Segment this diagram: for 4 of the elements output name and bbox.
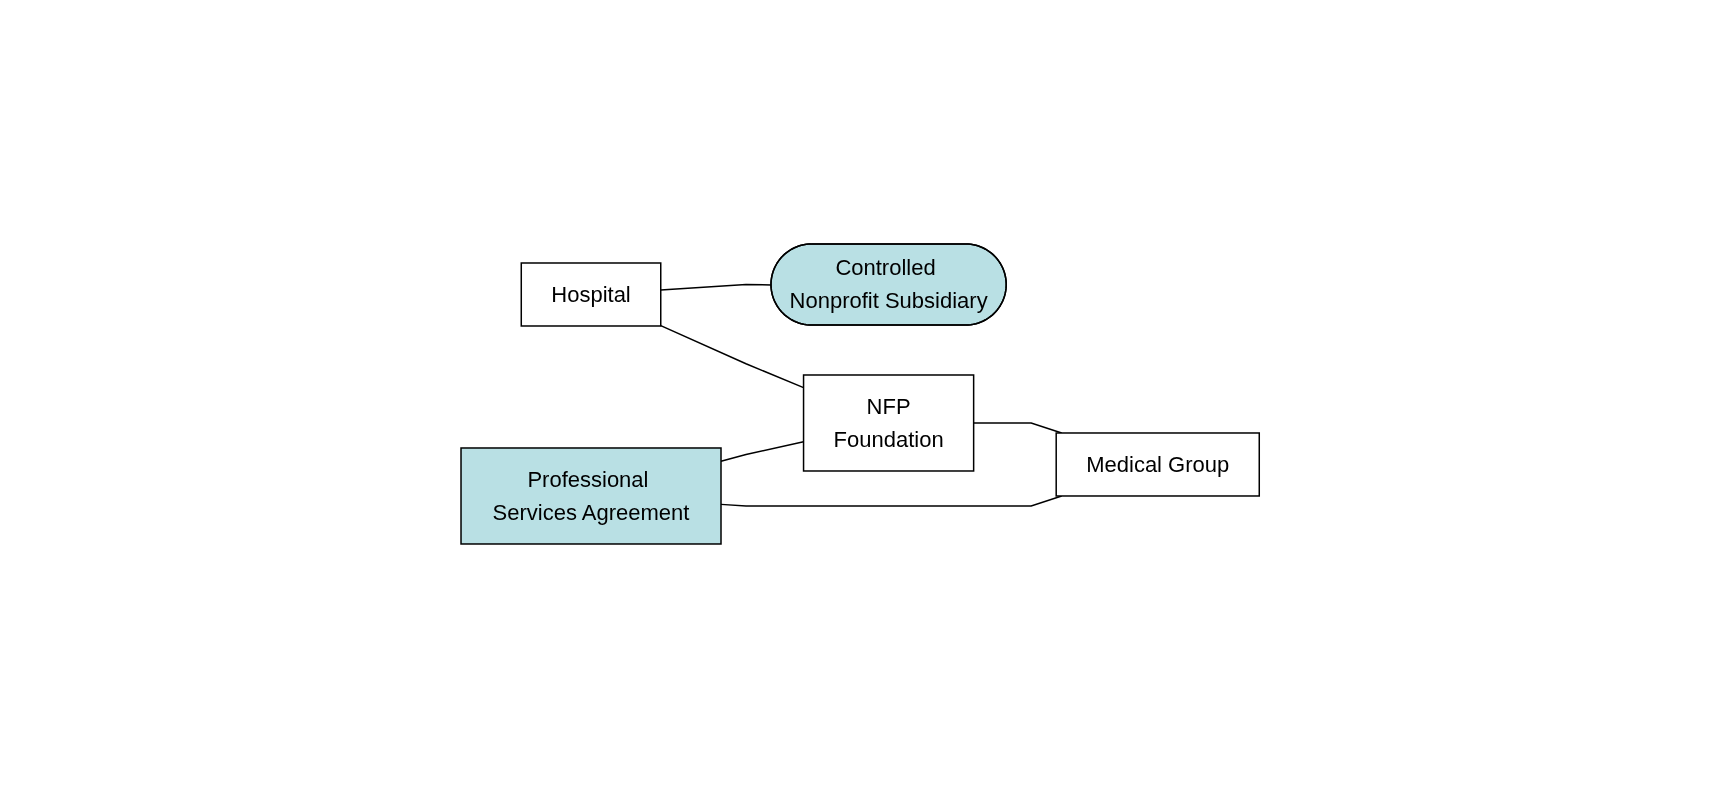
node-box: Professional Services Agreement [460,447,723,545]
node-box: NFP Foundation [803,374,975,472]
node-box: Medical Group [1055,432,1261,497]
node-box: Hospital [520,262,662,327]
